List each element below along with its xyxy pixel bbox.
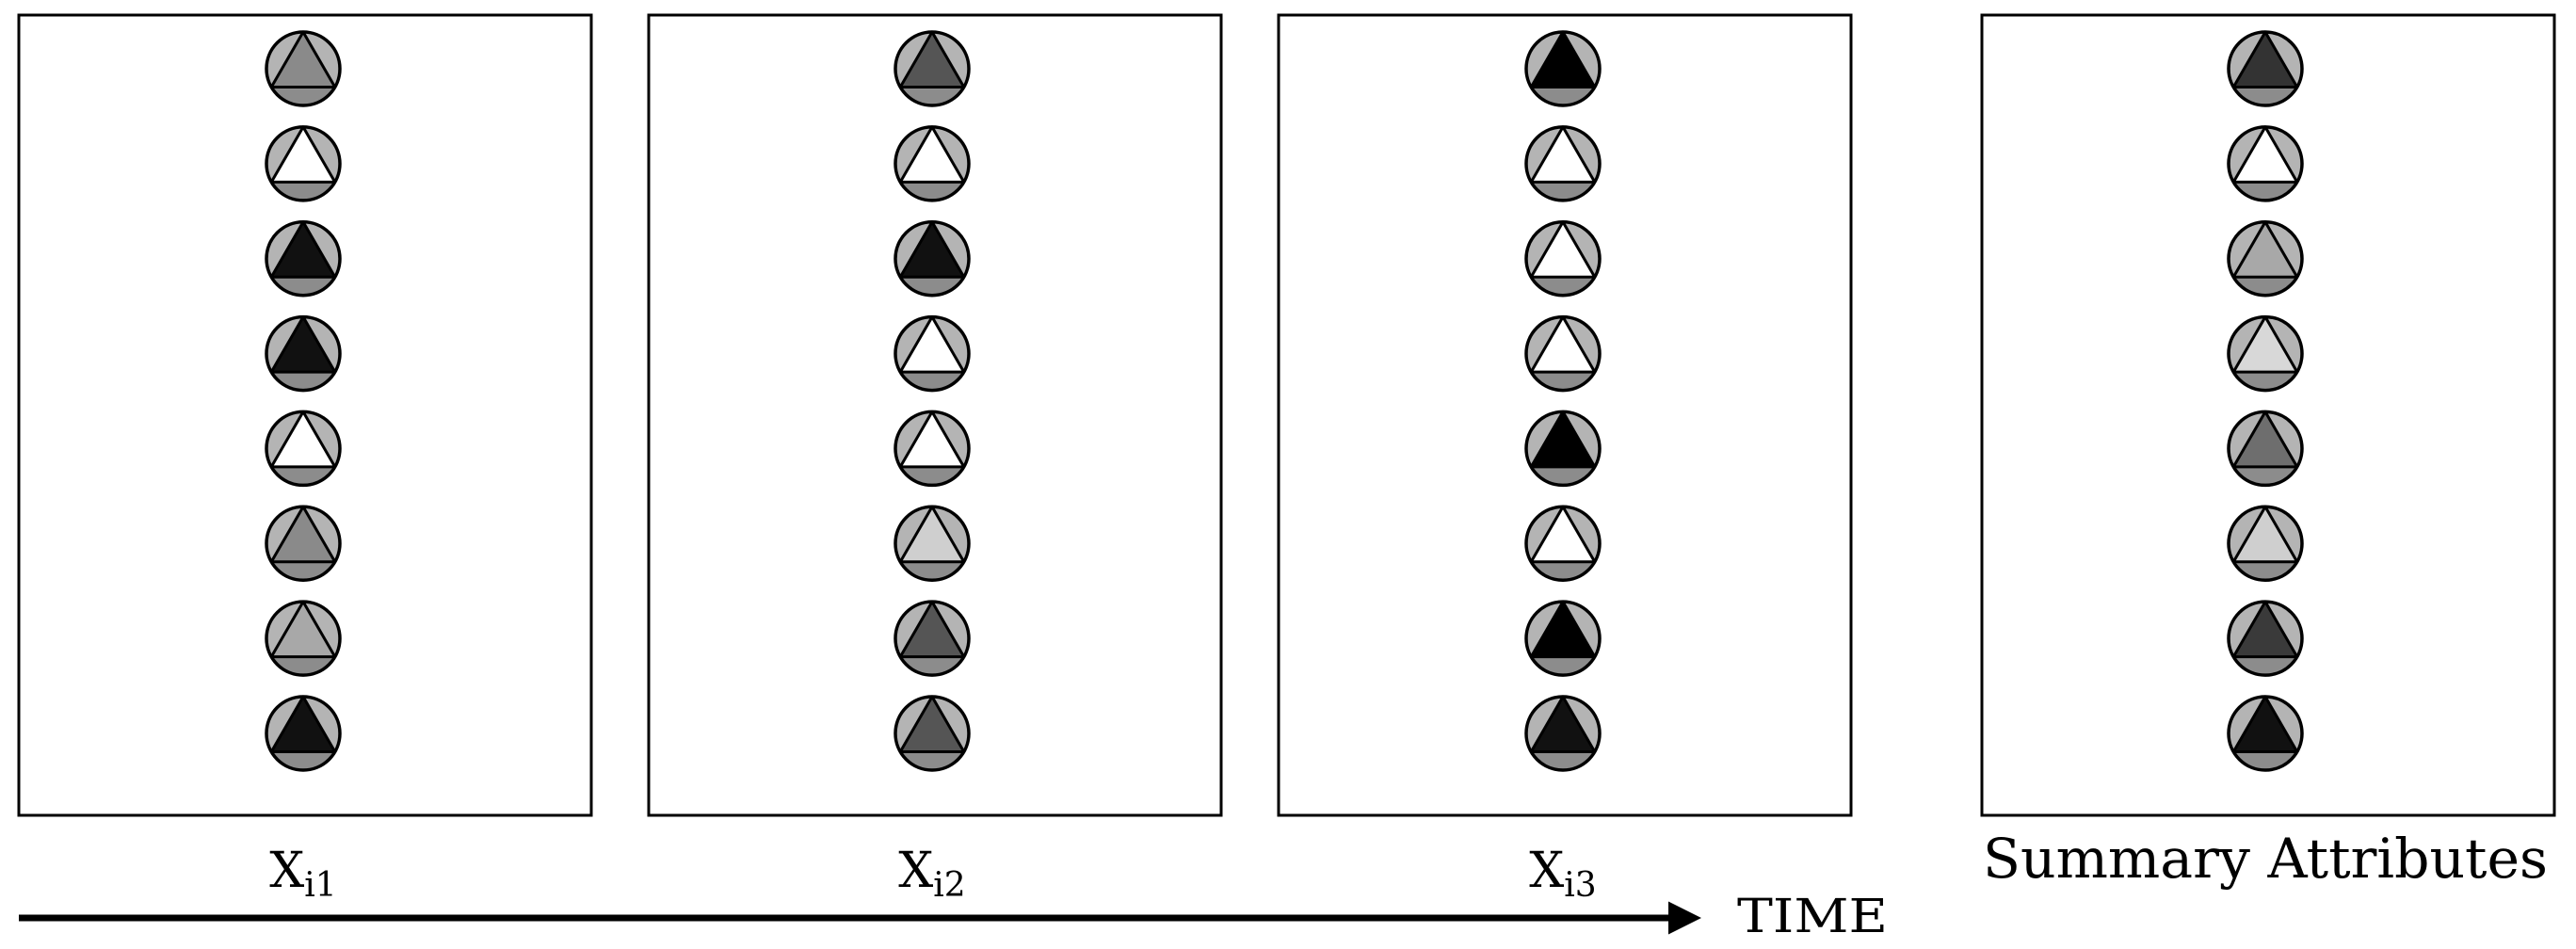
panel-2-label-sub: i2 <box>933 866 965 905</box>
attribute-markers <box>265 30 2304 772</box>
panel-1-label-main: X <box>269 843 304 899</box>
panel-1-label: Xi1 <box>269 843 336 905</box>
attribute-marker <box>265 600 342 677</box>
panel-summary-label: Summary Attributes <box>1983 827 2548 891</box>
panel-3-label-sub: i3 <box>1564 866 1596 905</box>
attribute-marker <box>1524 125 1602 202</box>
attribute-marker <box>1524 695 1602 772</box>
attribute-marker <box>894 505 971 583</box>
attribute-marker <box>1524 30 1602 107</box>
attribute-marker <box>1524 410 1602 488</box>
panel-3-label-main: X <box>1529 843 1564 899</box>
panel-3-label: Xi3 <box>1529 843 1596 905</box>
attribute-marker <box>894 410 971 488</box>
attribute-marker <box>1524 600 1602 677</box>
attribute-marker <box>265 314 342 393</box>
attribute-marker <box>894 30 971 107</box>
attribute-marker <box>2227 410 2304 488</box>
panel-1-label-sub: i1 <box>304 866 336 905</box>
attribute-marker <box>2227 125 2304 202</box>
attribute-marker <box>265 30 342 107</box>
panel-summary-label-main: Summary Attributes <box>1983 827 2548 891</box>
attribute-marker <box>2227 314 2304 393</box>
panel-2-label-main: X <box>898 843 933 899</box>
attribute-marker <box>265 219 342 298</box>
attribute-marker <box>2227 219 2304 298</box>
attribute-marker <box>1524 505 1602 583</box>
attribute-marker <box>265 695 342 772</box>
attribute-marker <box>1524 219 1602 298</box>
attribute-marker <box>2227 30 2304 107</box>
attribute-marker <box>265 125 342 202</box>
attribute-marker <box>894 219 971 298</box>
attribute-marker <box>894 695 971 772</box>
attribute-marker <box>2227 505 2304 583</box>
attribute-marker <box>1524 314 1602 393</box>
attribute-marker <box>894 600 971 677</box>
attribute-marker <box>265 410 342 488</box>
attribute-marker <box>2227 600 2304 677</box>
attribute-marker <box>894 314 971 393</box>
attribute-marker <box>2227 695 2304 772</box>
time-axis-label: TIME <box>1737 889 1888 943</box>
attribute-marker <box>265 505 342 583</box>
attribute-marker <box>894 125 971 202</box>
panel-2-label: Xi2 <box>898 843 965 905</box>
